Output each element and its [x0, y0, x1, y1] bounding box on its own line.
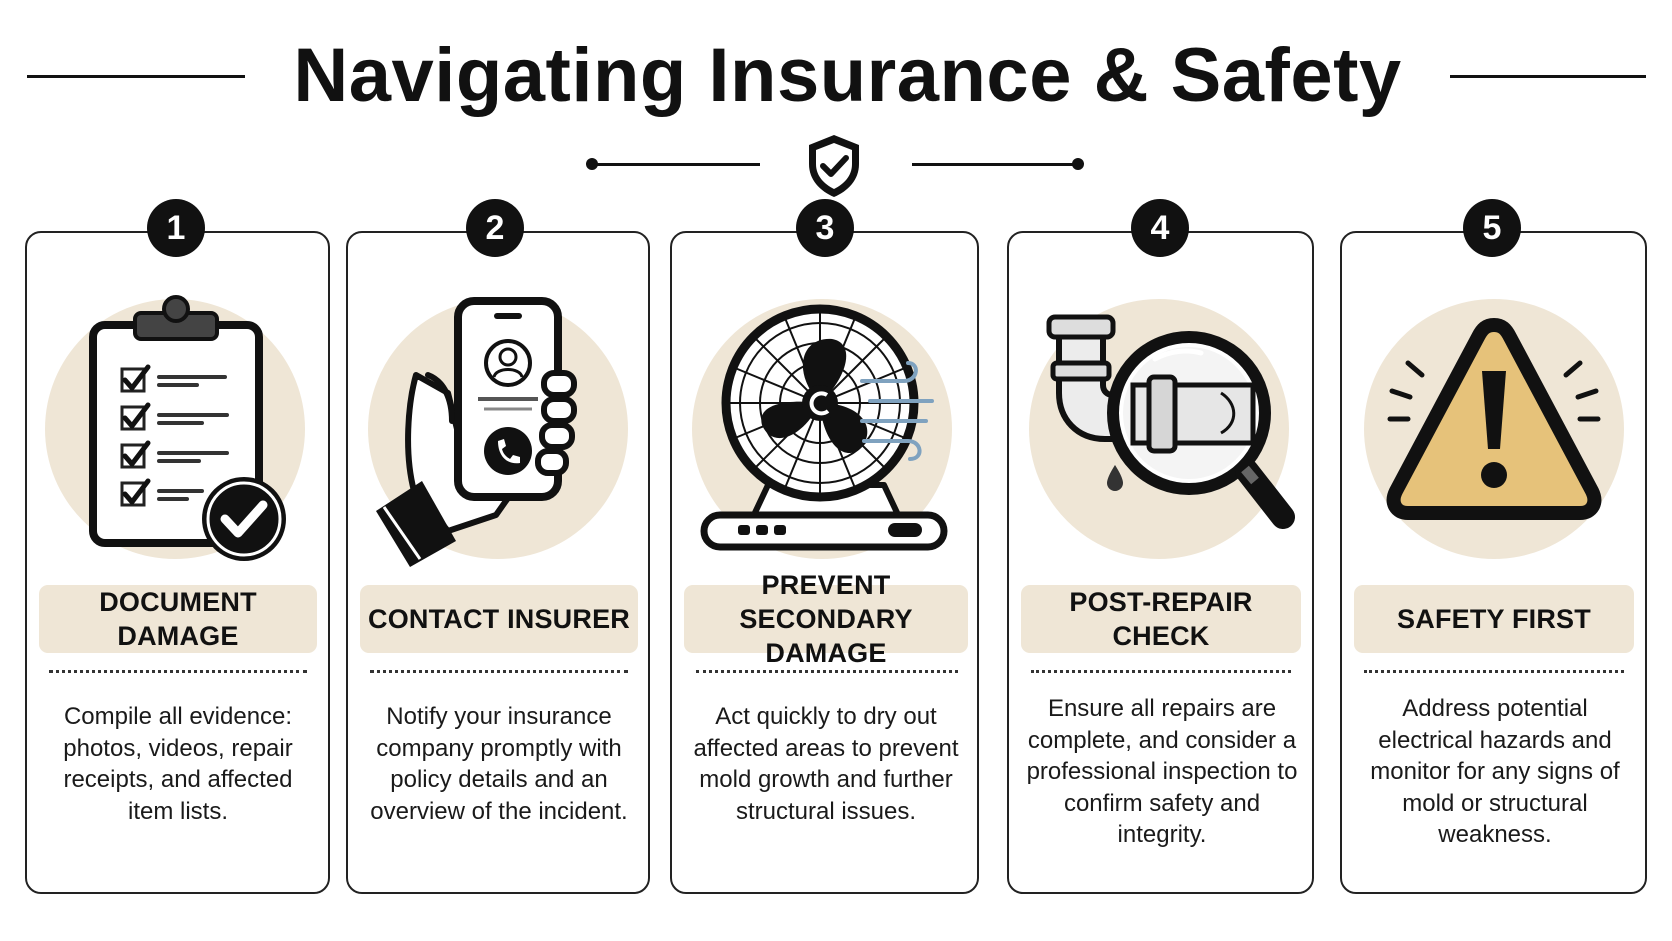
step-card-3: PREVENT SECONDARY DAMAGE Act quickly to … [670, 231, 979, 894]
step-description: Compile all evidence: photos, videos, re… [63, 703, 293, 825]
dotted-divider [1031, 670, 1291, 673]
fan-icon [692, 299, 952, 559]
divider-line-left [592, 163, 760, 166]
step-card-5: SAFETY FIRST Address potential electrica… [1340, 231, 1647, 894]
divider-dot-right [1072, 158, 1084, 170]
step-label: PREVENT SECONDARY DAMAGE [684, 570, 968, 668]
step-label: DOCUMENT DAMAGE [39, 585, 317, 653]
phone-call-icon [368, 297, 628, 567]
step-number-2: 2 [466, 199, 524, 257]
shield-check-icon [809, 135, 859, 197]
step-number-5: 5 [1463, 199, 1521, 257]
dotted-divider [1364, 670, 1624, 673]
warning-icon [1364, 299, 1624, 559]
header: Navigating Insurance & Safety [0, 28, 1672, 118]
step-description: Notify your insurance company promptly w… [370, 703, 628, 825]
step-card-4: POST-REPAIR CHECK Ensure all repairs are… [1007, 231, 1314, 894]
dotted-divider [696, 670, 958, 673]
step-card-2: CONTACT INSURER Notify your insurance co… [346, 231, 650, 894]
title-rule-right [1450, 75, 1646, 78]
step-description: Act quickly to dry out affected areas to… [693, 703, 959, 825]
clipboard-checklist-icon [45, 295, 305, 561]
step-description: Address potential electrical hazards and… [1370, 695, 1620, 848]
dotted-divider [370, 670, 628, 673]
step-number-1: 1 [147, 199, 205, 257]
step-label: POST-REPAIR CHECK [1021, 585, 1301, 653]
step-label: SAFETY FIRST [1354, 585, 1634, 653]
step-label: CONTACT INSURER [360, 585, 638, 653]
step-number-4: 4 [1131, 199, 1189, 257]
step-card-1: DOCUMENT DAMAGE Compile all evidence: ph… [25, 231, 330, 894]
step-description: Ensure all repairs are complete, and con… [1026, 695, 1298, 848]
pipe-inspection-icon [1029, 299, 1295, 559]
title-rule-left [27, 75, 245, 78]
dotted-divider [49, 670, 307, 673]
step-number-3: 3 [796, 199, 854, 257]
page-title: Navigating Insurance & Safety [293, 33, 1402, 118]
divider-line-right [912, 163, 1078, 166]
